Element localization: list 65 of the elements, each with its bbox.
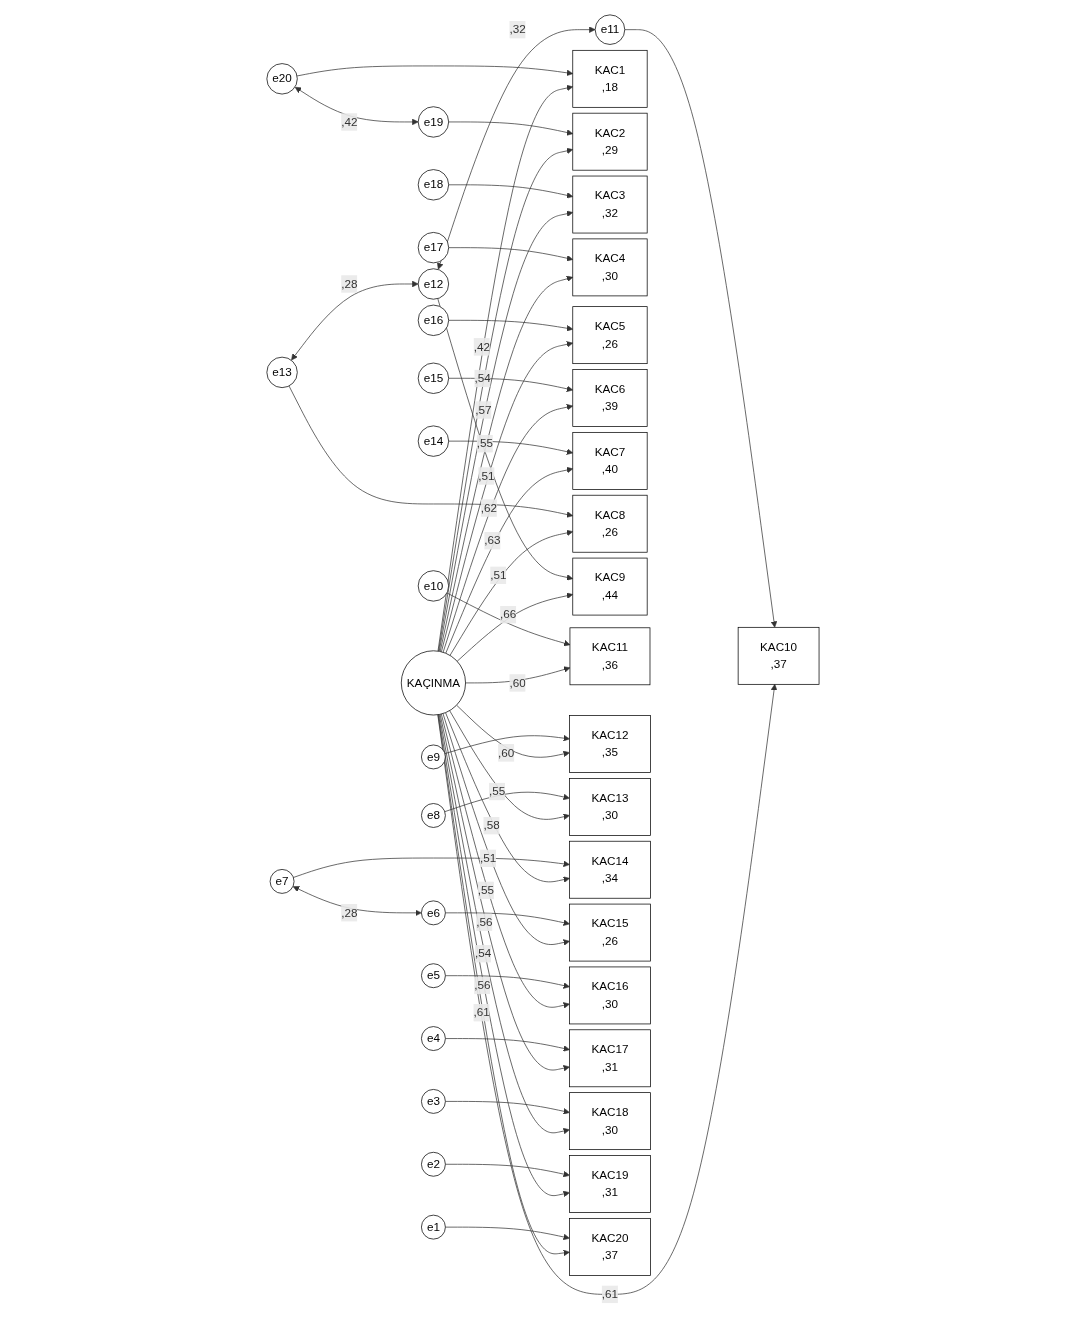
node-box: KAC8 ,26 [572, 494, 648, 553]
node-box: KAC11 ,36 [569, 627, 651, 686]
node-box: KAC7 ,40 [572, 432, 648, 490]
edge-label: ,56 [474, 978, 491, 992]
node-circle: e5 [421, 963, 446, 989]
edge-label: ,55 [477, 883, 495, 897]
node-circle: e12 [417, 268, 450, 300]
edge-label: ,42 [341, 115, 358, 128]
edge-label: ,32 [509, 23, 526, 36]
node-circle: e4 [421, 1026, 446, 1051]
node-box: KAC15 ,26 [569, 903, 651, 962]
node-box: KAC10 ,37 [737, 626, 820, 685]
node-circle: e19 [417, 106, 450, 138]
node-circle: e17 [417, 232, 450, 264]
node-circle: e13 [266, 356, 298, 388]
node-circle: e8 [421, 803, 446, 828]
node-circle: e7 [269, 869, 295, 894]
edge-label: ,56 [476, 915, 493, 929]
edge-label: ,54 [474, 371, 491, 385]
edge-label: ,61 [473, 1006, 490, 1019]
node-circle: e20 [266, 63, 298, 95]
node-circle: e18 [417, 169, 450, 201]
edge-label: ,28 [341, 906, 358, 919]
node-box: KAC17 ,31 [569, 1029, 651, 1088]
node-circle: e6 [421, 900, 446, 926]
node-box: KAC5 ,26 [572, 306, 648, 364]
node-box: KAC18 ,30 [569, 1092, 651, 1150]
node-box: KAC6 ,39 [572, 369, 648, 427]
edge-label: ,63 [484, 534, 501, 547]
edge-label: ,51 [490, 568, 507, 582]
node-box: KAC9 ,44 [572, 557, 648, 616]
node-box: KAC12 ,35 [569, 715, 651, 773]
edge-label: ,28 [341, 277, 358, 290]
node-box: KAC2 ,29 [572, 112, 648, 171]
edge-label: ,58 [483, 819, 500, 832]
edge-label: ,57 [475, 403, 492, 416]
edge-label: ,42 [473, 340, 490, 353]
node-circle: KAÇINMA [400, 650, 466, 716]
node-circle: e11 [594, 14, 626, 45]
edge-label: ,62 [480, 501, 498, 514]
edge-label: ,51 [478, 469, 495, 482]
edge-label: ,61 [601, 1287, 619, 1301]
node-box: KAC3 ,32 [572, 175, 648, 234]
node-circle: e14 [417, 425, 450, 457]
edge-label: ,55 [488, 784, 506, 798]
edge-label: ,55 [476, 437, 494, 450]
edge-label: ,60 [509, 676, 526, 689]
edge-label: ,66 [500, 608, 517, 621]
node-box: KAC19 ,31 [569, 1155, 651, 1213]
node-box: KAC1 ,18 [572, 49, 648, 108]
node-circle: e15 [417, 362, 450, 394]
node-box: KAC16 ,30 [569, 966, 651, 1025]
node-box: KAC20 ,37 [569, 1218, 651, 1276]
node-circle: e10 [417, 570, 450, 602]
node-box: KAC13 ,30 [569, 778, 651, 836]
edge-label: ,54 [475, 947, 492, 960]
node-box: KAC4 ,30 [572, 238, 648, 297]
edge-label: ,51 [480, 851, 497, 865]
node-circle: e3 [421, 1089, 446, 1114]
node-circle: e1 [421, 1214, 446, 1240]
node-circle: e16 [417, 304, 450, 336]
node-circle: e9 [421, 744, 446, 770]
node-box: KAC14 ,34 [569, 840, 651, 899]
edge-label: ,60 [498, 746, 515, 759]
node-circle: e2 [421, 1151, 446, 1177]
